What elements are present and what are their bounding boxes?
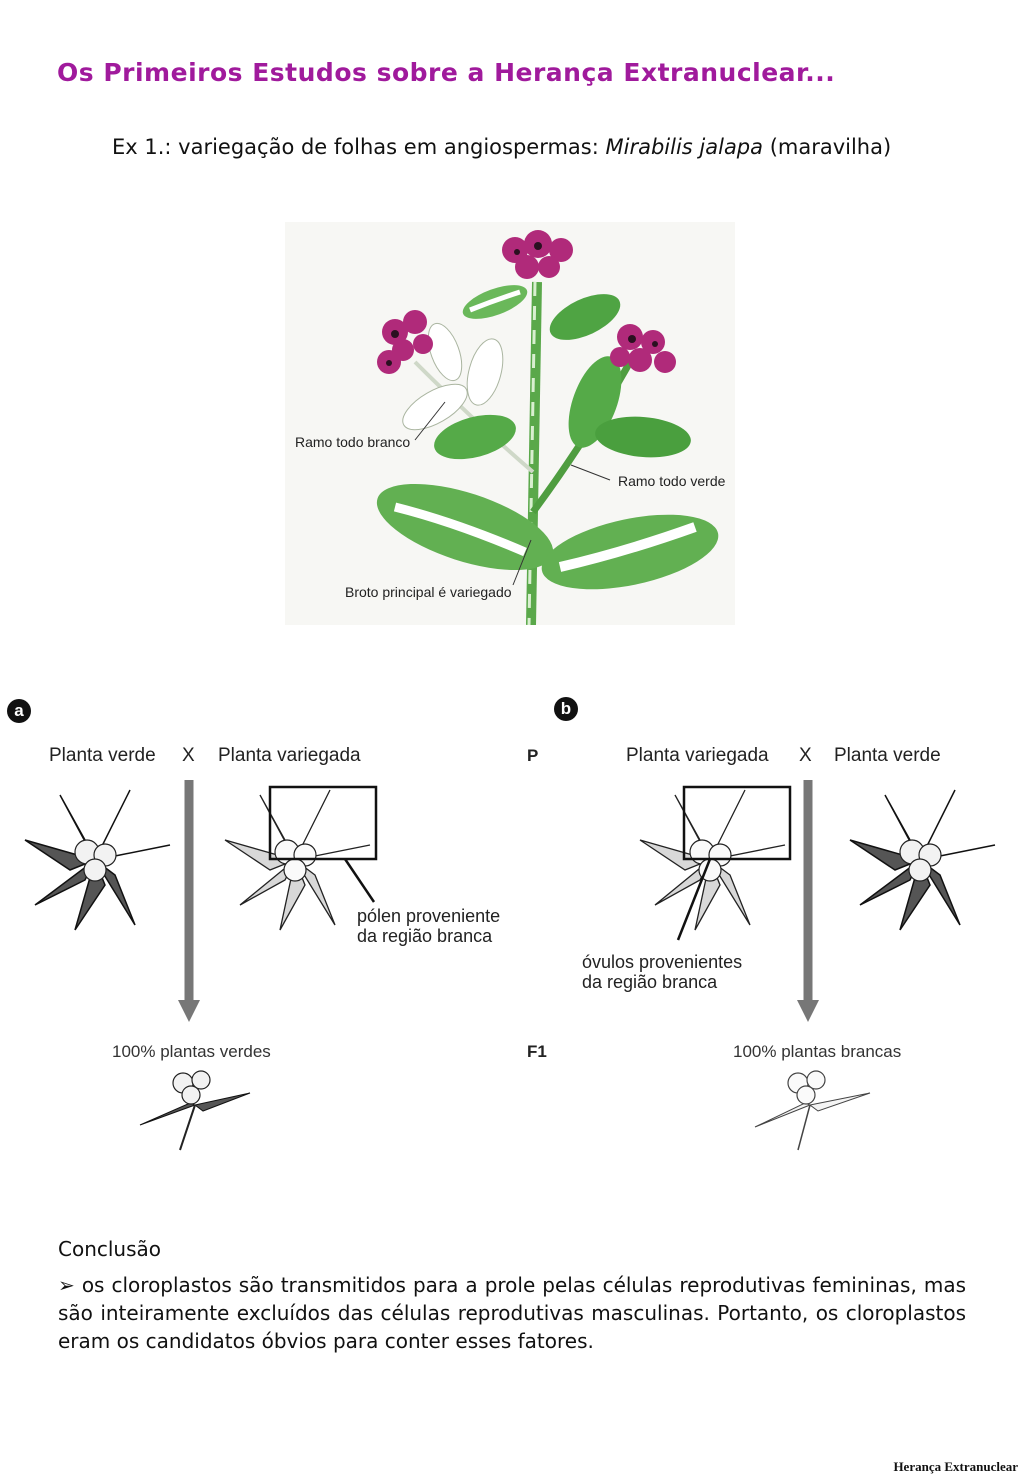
bullet-arrow-icon: ➢ (58, 1273, 75, 1297)
label-green-branch: Ramo todo verde (618, 473, 726, 489)
f1-white-plant-illustration (754, 1070, 871, 1151)
cross-b-result: 100% plantas brancas (733, 1042, 902, 1061)
cross-a-parent-left: Planta verde (49, 745, 156, 766)
mirabilis-plant-illustration (285, 222, 735, 626)
cross-a-symbol: X (182, 745, 195, 766)
label-main-shoot: Broto principal é variegado (345, 584, 512, 600)
cross-b-callout-line1: óvulos provenientes (582, 952, 743, 972)
variegated-plant-illustration (224, 789, 371, 931)
generation-f1-label: F1 (527, 1042, 547, 1061)
cross-b-drawing (639, 780, 996, 1151)
panel-b-badge: b (554, 697, 578, 721)
cross-b-symbol: X (799, 745, 812, 766)
label-white-branch: Ramo todo branco (295, 434, 411, 450)
cross-a-callout-line2: da região branca (357, 926, 493, 946)
panel-a-badge: a (7, 699, 31, 723)
example-caption: Ex 1.: variegação de folhas em angiosper… (112, 135, 891, 159)
pollen-region-box (268, 785, 378, 861)
green-plant-illustration (24, 789, 171, 931)
f1-green-plant-illustration (139, 1070, 251, 1151)
cross-b-callout: óvulos provenientes da região branca (582, 952, 742, 992)
green-plant-illustration (849, 789, 996, 931)
cross-b-parent-right: Planta verde (834, 745, 941, 766)
example-caption-suffix: (maravilha) (763, 135, 892, 159)
cross-a-callout: pólen proveniente da região branca (357, 906, 500, 946)
cross-b-callout-line2: da região branca (582, 972, 718, 992)
page-title: Os Primeiros Estudos sobre a Herança Ext… (57, 58, 836, 87)
ovule-region-box (682, 785, 792, 861)
page-footer: Herança Extranuclear (893, 1459, 1018, 1474)
cross-b-parent-left: Planta variegada (626, 745, 769, 766)
mirabilis-plant-figure: Ramo todo branco Ramo todo verde Broto p… (285, 222, 735, 626)
example-caption-prefix: Ex 1.: variegação de folhas em angiosper… (112, 135, 606, 159)
cross-a-result: 100% plantas verdes (112, 1042, 271, 1061)
conclusion-paragraph: ➢ os cloroplastos são transmitidos para … (58, 1271, 966, 1355)
conclusion-text: os cloroplastos são transmitidos para a … (58, 1273, 966, 1353)
cross-a-callout-line1: pólen proveniente (357, 906, 501, 926)
conclusion-heading: Conclusão (58, 1237, 162, 1261)
species-name: Mirabilis jalapa (605, 135, 764, 159)
cross-a-parent-right: Planta variegada (218, 745, 361, 766)
generation-p-label: P (527, 746, 539, 765)
cross-a-drawing (24, 780, 378, 1151)
